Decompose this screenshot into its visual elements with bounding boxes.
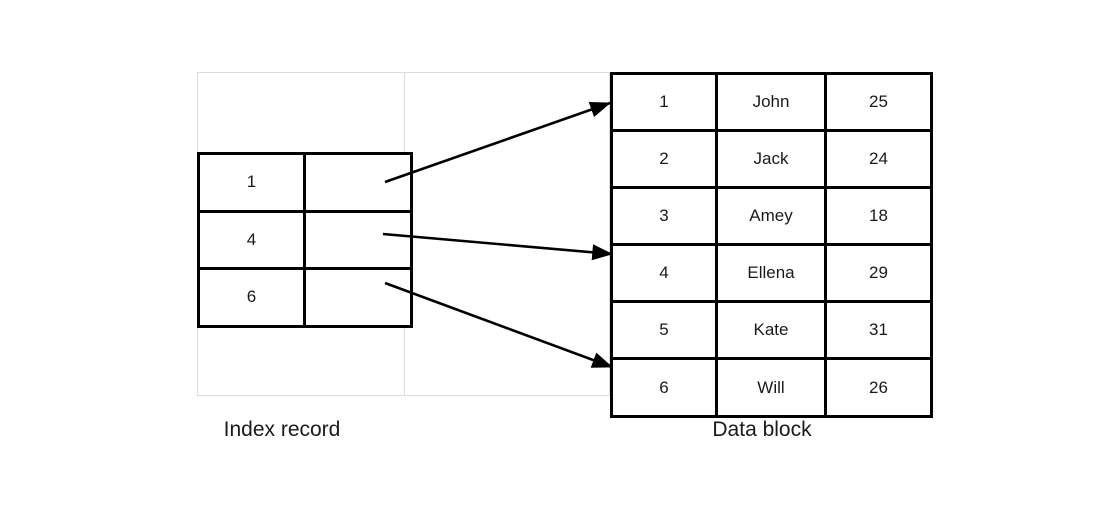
table-row: 4 [197,209,413,271]
table-row: 2 Jack 24 [610,129,933,190]
data-block-body: 1 John 25 2 Jack 24 3 Amey 18 4 Ellena 2… [610,71,933,418]
data-age-cell: 18 [824,186,933,247]
data-name-cell: Ellena [715,243,827,304]
data-name-cell: John [715,71,827,133]
data-age-cell: 31 [824,300,933,361]
data-id-cell: 1 [610,71,718,133]
data-name-cell: Kate [715,300,827,361]
data-age-cell: 25 [824,71,933,133]
data-age-cell: 26 [824,357,933,418]
index-pointer-cell [303,152,413,213]
data-id-cell: 3 [610,186,718,247]
table-row: 3 Amey 18 [610,186,933,247]
table-row: 5 Kate 31 [610,300,933,361]
data-name-cell: Amey [715,186,827,247]
data-age-cell: 29 [824,243,933,304]
index-key-cell: 1 [197,152,306,213]
index-key-cell: 4 [197,209,306,271]
data-id-cell: 4 [610,243,718,304]
data-age-cell: 24 [824,129,933,190]
index-record-table: 1 4 6 [197,152,413,328]
table-row: 1 [197,152,413,213]
index-record-body: 1 4 6 [197,152,413,328]
data-id-cell: 6 [610,357,718,418]
data-name-cell: Will [715,357,827,418]
table-row: 4 Ellena 29 [610,243,933,304]
index-record-caption: Index record [223,418,341,441]
index-key-cell: 6 [197,267,306,328]
data-block-caption: Data block [712,418,812,441]
index-pointer-cell [303,267,413,328]
table-row: 6 Will 26 [610,357,933,418]
data-name-cell: Jack [715,129,827,190]
table-row: 6 [197,267,413,328]
table-row: 1 John 25 [610,71,933,133]
data-id-cell: 2 [610,129,718,190]
data-block-table: 1 John 25 2 Jack 24 3 Amey 18 4 Ellena 2… [610,71,933,418]
index-pointer-cell [303,209,413,271]
data-id-cell: 5 [610,300,718,361]
